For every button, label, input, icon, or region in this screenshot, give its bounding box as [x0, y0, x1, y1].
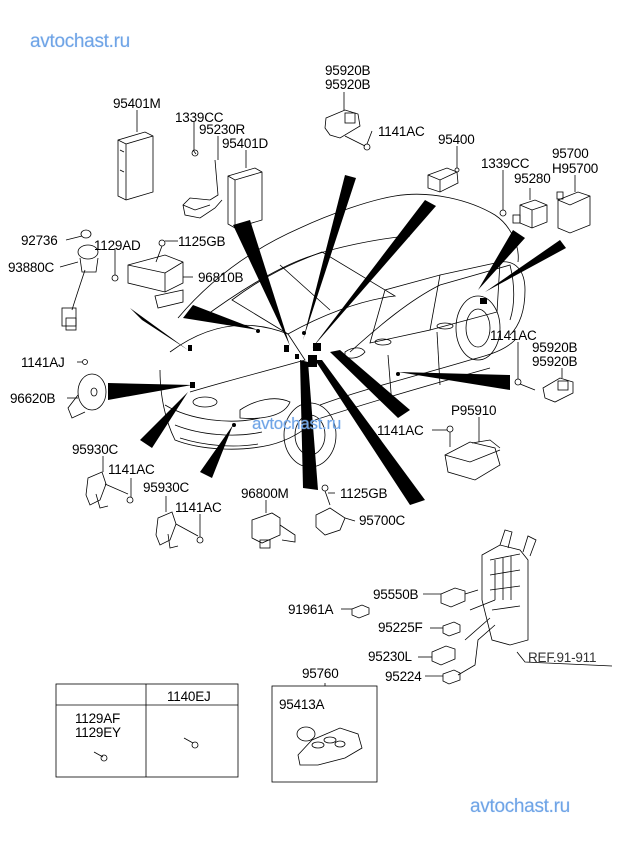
label-1141AC-right: 1141AC	[490, 328, 537, 343]
label-95230R: 95230R	[199, 122, 246, 137]
part-95230R-drawing	[182, 149, 223, 219]
pointer-96810B	[183, 305, 258, 330]
junction-box-drawing	[457, 529, 537, 676]
pointer-95401M	[233, 220, 290, 346]
label-1141AJ: 1141AJ	[21, 355, 65, 370]
label-1125GB-b: 1125GB	[340, 486, 388, 501]
label-1339CC-b: 1339CC	[481, 156, 530, 171]
label-1125GB-a: 1125GB	[178, 234, 226, 249]
label-95280: 95280	[514, 171, 551, 186]
table-cell-1129EY: 1129EY	[75, 725, 121, 740]
pointer-P95910	[330, 350, 410, 418]
part-95920B-right-drawing	[514, 377, 574, 403]
car-markers	[188, 298, 487, 427]
part-95280-drawing	[512, 199, 548, 229]
pointer-96620B	[108, 383, 192, 400]
pointer-95280	[478, 230, 525, 290]
label-96810B: 96810B	[198, 270, 244, 285]
location-pointers	[108, 175, 566, 505]
label-95230L: 95230L	[368, 649, 412, 664]
part-95700C-drawing	[315, 484, 346, 536]
label-P95910: P95910	[451, 403, 497, 418]
fastener-table-frame	[55, 683, 239, 778]
part-95401M-drawing	[117, 131, 154, 201]
label-95920B-top-1: 95920B	[325, 63, 371, 78]
pointer-93880C	[130, 308, 188, 350]
label-1141AC-b: 1141AC	[175, 500, 222, 515]
label-95413A: 95413A	[279, 697, 325, 712]
relay-95224	[442, 669, 461, 685]
part-95401D-drawing	[227, 167, 263, 229]
part-93880C-drawing	[61, 229, 99, 331]
pointer-95700	[485, 240, 566, 292]
label-1141AC-top: 1141AC	[378, 124, 425, 139]
pointer-95930C-a	[140, 392, 188, 448]
watermark-center: avtochast.ru	[252, 414, 342, 433]
bolt-1140EJ	[183, 737, 199, 749]
label-H95700: H95700	[552, 161, 599, 176]
bolt-1129AF	[93, 751, 108, 762]
part-95400-drawing	[427, 167, 460, 193]
leader-lines	[59, 92, 576, 677]
part-key-drawing	[296, 726, 363, 766]
part-1129AD-bolt	[111, 274, 119, 282]
part-95920B-top-drawing	[324, 109, 371, 151]
label-95920B-right-2: 95920B	[532, 354, 578, 369]
key-box	[271, 685, 378, 783]
label-95920B-right-1: 95920B	[532, 340, 578, 355]
label-91961A: 91961A	[288, 602, 334, 617]
pointer-95920B-right	[398, 372, 510, 390]
label-96800M: 96800M	[241, 486, 289, 501]
table-header-1140EJ: 1140EJ	[167, 689, 211, 704]
pointer-95920B-top	[303, 175, 356, 340]
relay-91961A	[351, 604, 370, 619]
relay-95230L	[431, 645, 456, 666]
part-96810B-drawing	[127, 239, 184, 309]
label-95700C: 95700C	[359, 513, 406, 528]
label-ref-91-911[interactable]: REF.91-911	[528, 650, 597, 665]
label-95930C-a: 95930C	[72, 442, 119, 457]
part-95930C-a-drawing	[85, 471, 134, 509]
part-95700-drawing	[556, 191, 591, 234]
pointer-95700C	[315, 360, 425, 505]
part-96800M-drawing	[251, 512, 296, 549]
label-1339CC-a: 1339CC	[175, 110, 224, 125]
label-95225F: 95225F	[378, 620, 423, 635]
label-95550B: 95550B	[373, 587, 419, 602]
relay-95550B	[440, 587, 479, 608]
label-95224: 95224	[385, 669, 422, 684]
label-95920B-top-2: 95920B	[325, 77, 371, 92]
pointer-95930C-b	[200, 425, 233, 478]
label-95400: 95400	[438, 132, 475, 147]
pointer-96800M	[300, 360, 318, 490]
pointer-95400	[312, 200, 436, 348]
watermark-top: avtochast.ru	[30, 31, 130, 52]
label-92736: 92736	[21, 233, 58, 248]
label-96620B: 96620B	[10, 391, 56, 406]
label-95700: 95700	[552, 146, 589, 161]
part-P95910-drawing	[444, 425, 501, 481]
label-95401D: 95401D	[222, 136, 269, 151]
label-95760: 95760	[302, 666, 339, 681]
relay-95225F	[442, 621, 461, 637]
part-95930C-b-drawing	[155, 511, 204, 549]
label-1129AD: 1129AD	[94, 238, 141, 253]
table-cell-1129AF: 1129AF	[75, 711, 121, 726]
label-1141AC-mid: 1141AC	[377, 423, 424, 438]
label-95401M: 95401M	[113, 96, 161, 111]
watermark-bottom: avtochast.ru	[470, 796, 570, 817]
label-95930C-b: 95930C	[143, 480, 190, 495]
part-96620B-drawing	[67, 359, 107, 419]
label-93880C: 93880C	[8, 260, 55, 275]
part-1339CC-nut	[499, 209, 507, 217]
label-1141AC-a: 1141AC	[108, 462, 155, 477]
